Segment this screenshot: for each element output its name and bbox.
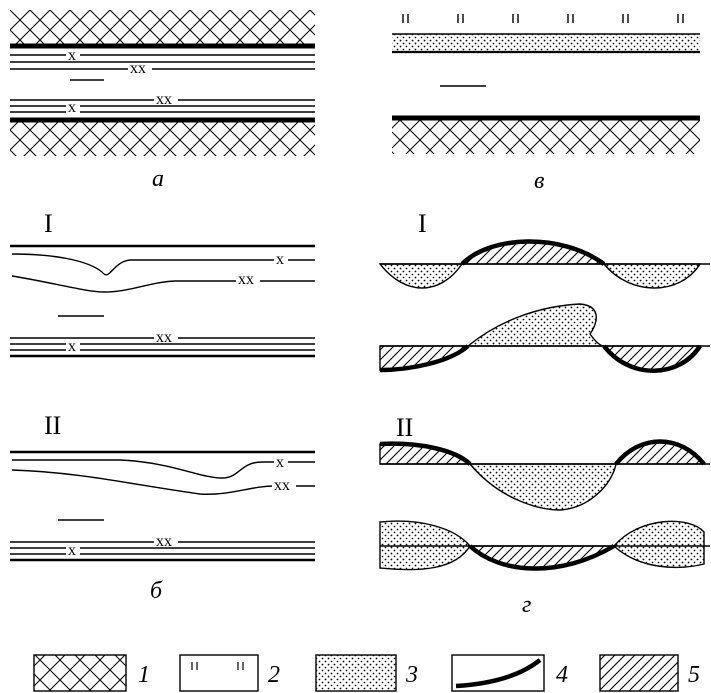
label-xx-b-I: хх bbox=[238, 271, 254, 288]
legend-item-3: 3 bbox=[316, 655, 418, 691]
diagonal-hatch-icon bbox=[600, 655, 678, 691]
panel-g: I II г bbox=[380, 209, 710, 618]
curve-xx-II bbox=[12, 470, 315, 494]
caption-a: а bbox=[152, 166, 164, 192]
legend-num-3: 3 bbox=[405, 662, 418, 688]
label-xx-a-top: хх bbox=[130, 60, 146, 77]
legend-item-1: 1 bbox=[34, 655, 150, 691]
caption-g: г bbox=[522, 592, 531, 618]
panel-b: I х хх хх х II х хх хх х б bbox=[10, 209, 315, 604]
roman-II-g: II bbox=[396, 413, 413, 442]
curve-xx-I bbox=[12, 276, 315, 292]
legend-item-2: 2 bbox=[180, 655, 280, 691]
legend-num-1: 1 bbox=[138, 662, 150, 688]
label-x-b-I-bottom: х bbox=[68, 338, 76, 355]
dots-icon bbox=[316, 655, 396, 691]
dotted-band-v bbox=[392, 34, 700, 52]
legend-num-5: 5 bbox=[688, 662, 700, 688]
label-x-b-II: х bbox=[276, 454, 284, 471]
caption-b: б bbox=[150, 578, 163, 604]
crosshatch-icon bbox=[34, 655, 126, 691]
panel-a: х хх хх х а bbox=[10, 10, 315, 192]
roman-II-b: II bbox=[44, 411, 61, 440]
label-x-a-bottom: х bbox=[68, 99, 76, 116]
caption-v: в bbox=[534, 168, 544, 194]
curve-x-II bbox=[12, 460, 315, 478]
legend-item-4: 4 bbox=[452, 655, 568, 691]
roman-I-b: I bbox=[44, 209, 53, 238]
crosshatch-bottom-v bbox=[392, 118, 700, 154]
vertical-ticks bbox=[403, 14, 683, 23]
panel-v: в bbox=[392, 14, 700, 194]
dotted-lobe-g1a bbox=[380, 264, 462, 288]
crosshatch-bottom-a bbox=[10, 120, 315, 156]
label-xx-b-II-bottom: хх bbox=[156, 533, 172, 550]
crosshatch-top-a bbox=[10, 10, 315, 46]
legend: 1 2 3 4 5 bbox=[34, 655, 700, 691]
dotted-lobe-g1d bbox=[468, 304, 604, 346]
label-xx-a-bottom: хх bbox=[156, 91, 172, 108]
legend-item-5: 5 bbox=[600, 655, 700, 691]
vertical-ticks-icon bbox=[180, 655, 258, 691]
dotted-lobe-g2b bbox=[470, 464, 616, 510]
label-x-a-top: х bbox=[68, 47, 76, 64]
dotted-lobe-g2f bbox=[614, 521, 704, 567]
label-x-b-II-bottom: х bbox=[68, 542, 76, 559]
dotted-lobe-g1b bbox=[604, 264, 700, 288]
label-xx-b-II: хх bbox=[274, 477, 290, 494]
label-x-b-I: х bbox=[276, 251, 284, 268]
label-xx-b-I-bottom: хх bbox=[156, 329, 172, 346]
curve-x-I bbox=[12, 254, 315, 275]
roman-I-g: I bbox=[418, 209, 427, 238]
legend-num-4: 4 bbox=[556, 662, 568, 688]
legend-num-2: 2 bbox=[268, 662, 280, 688]
